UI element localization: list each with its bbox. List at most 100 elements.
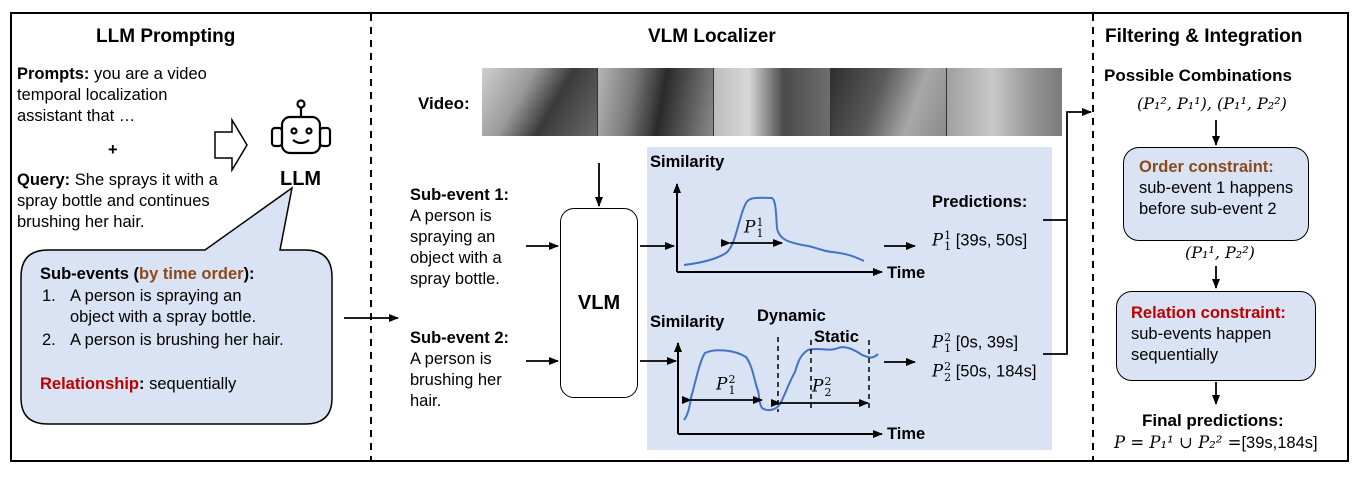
plot1-ylabel: Similarity — [650, 153, 725, 171]
prediction-range: [39s, 50s] — [955, 231, 1028, 250]
math-sub: 1 — [728, 384, 736, 397]
subevent1-line: spraying an — [410, 228, 496, 246]
subevent1-text: Sub-event 1: A person is spraying an obj… — [410, 185, 509, 290]
subevents-suffix: ): — [243, 265, 255, 283]
vlm-block: VLM — [560, 208, 638, 398]
subevent2-line: A person is — [410, 350, 492, 368]
plot1-xlabel: Time — [887, 264, 926, 282]
hollow-arrow-icon — [214, 117, 248, 173]
query-line: spray bottle and continues — [17, 192, 210, 210]
video-frame — [946, 68, 1063, 136]
relationship-label: Relationship — [40, 375, 140, 393]
relation-constraint-text: Relation constraint: sub-events happen s… — [1131, 303, 1286, 366]
video-frame — [598, 68, 715, 136]
math-sub: 2 — [824, 386, 832, 399]
subevent1-line: A person is — [410, 207, 492, 225]
static-label: Static — [814, 328, 859, 346]
relation-constraint-title: Relation constraint: — [1131, 304, 1286, 322]
prediction-range: [50s, 184s] — [955, 362, 1037, 381]
math-sub: 1 — [756, 227, 764, 240]
vlm-label: VLM — [577, 291, 621, 314]
subevent-list-text: A person is brushing her hair. — [70, 330, 284, 351]
speech-bubble — [20, 186, 333, 425]
order-constraint-line: sub-event 1 happens — [1139, 179, 1294, 197]
math-base: P — [812, 376, 824, 397]
list-line: A person is brushing her hair. — [70, 331, 284, 349]
subevent-list-item: 1. — [42, 286, 56, 307]
math-sub: 1 — [944, 342, 952, 355]
plus-sign: + — [108, 141, 118, 159]
final-predictions-formula: P = P₁¹ ∪ P₂² =[39s,184s] — [1114, 433, 1318, 453]
video-frame — [714, 68, 831, 136]
subevent1-label: Sub-event 1: — [410, 186, 510, 204]
final-formula: P = P₁¹ ∪ P₂² = — [1114, 433, 1242, 452]
video-label: Video: — [418, 94, 470, 113]
llm-label: LLM — [280, 168, 322, 190]
math-base: P — [932, 230, 944, 250]
relationship-colon: : — [139, 375, 145, 393]
video-strip — [482, 68, 1063, 136]
subevent1-line: spray bottle. — [410, 270, 500, 288]
math-base: P — [744, 217, 756, 238]
section-title-vlm-localizer: VLM Localizer — [648, 26, 776, 47]
math-sub: 2 — [944, 371, 952, 384]
filtered-pair: (P₁¹, P₂²) — [1185, 243, 1255, 262]
math-sup: 2 — [944, 360, 952, 373]
combos-label: Possible Combinations — [1104, 66, 1292, 85]
relationship-value: sequentially — [149, 375, 237, 393]
time-order-highlight: by time order — [139, 265, 244, 283]
subevent2-line: brushing her — [410, 371, 502, 389]
video-frame — [830, 68, 947, 136]
order-constraint-box — [1123, 147, 1309, 241]
predictions-label: Predictions: — [932, 193, 1028, 211]
subevent2-label: Sub-event 2: — [410, 329, 510, 347]
list-line: object with a spray bottle. — [70, 308, 257, 326]
subevents-heading: Sub-events (by time order): — [40, 264, 255, 285]
plot2-curve — [683, 346, 879, 421]
prediction-range: [0s, 39s] — [955, 333, 1019, 352]
plot2-xlabel: Time — [887, 425, 926, 443]
prompts-line: temporal localization — [17, 86, 168, 104]
plot1-curve — [683, 196, 865, 266]
math-sup: 2 — [728, 373, 736, 386]
subevent-list-item: 2. — [42, 330, 56, 351]
math-base: P — [932, 361, 944, 381]
math-sup: 2 — [944, 331, 952, 344]
figure-frame — [10, 12, 1349, 462]
relation-constraint-line: sub-events happen — [1131, 325, 1272, 343]
list-line: A person is spraying an — [70, 287, 242, 305]
order-constraint-line: before sub-event 2 — [1139, 200, 1277, 218]
combos-text: (P₁², P₁¹), (P₁¹, P₂²) — [1137, 94, 1287, 113]
prompts-text: Prompts: you are a video temporal locali… — [17, 64, 207, 127]
dynamic-label: Dynamic — [757, 307, 826, 325]
math-base: P — [932, 332, 944, 352]
relation-constraint-box — [1116, 291, 1316, 381]
section-title-filtering: Filtering & Integration — [1105, 26, 1303, 47]
predictions-to-filtering-connector — [1043, 112, 1091, 355]
query-text: Query: She sprays it with a spray bottle… — [17, 170, 218, 233]
prompts-line: you are a video — [94, 65, 207, 83]
video-frame — [482, 68, 599, 136]
order-constraint-text: Order constraint: sub-event 1 happens be… — [1139, 157, 1293, 220]
plot2-ylabel: Similarity — [650, 313, 725, 331]
prompts-label: Prompts: — [17, 65, 90, 83]
query-line: brushing her hair. — [17, 213, 145, 231]
prompts-line: assistant that … — [17, 107, 136, 125]
query-label: Query: — [17, 171, 71, 189]
list-number: 1. — [42, 287, 56, 305]
subevents-label: Sub-events ( — [40, 265, 140, 283]
subevent1-line: object with a — [410, 249, 502, 267]
final-range: [39s,184s] — [1241, 434, 1318, 452]
math-sub: 1 — [944, 240, 952, 253]
query-line: She sprays it with a — [74, 171, 218, 189]
math-sup: 2 — [824, 375, 832, 388]
math-sup: 1 — [756, 216, 764, 229]
order-constraint-title: Order constraint: — [1139, 158, 1274, 176]
